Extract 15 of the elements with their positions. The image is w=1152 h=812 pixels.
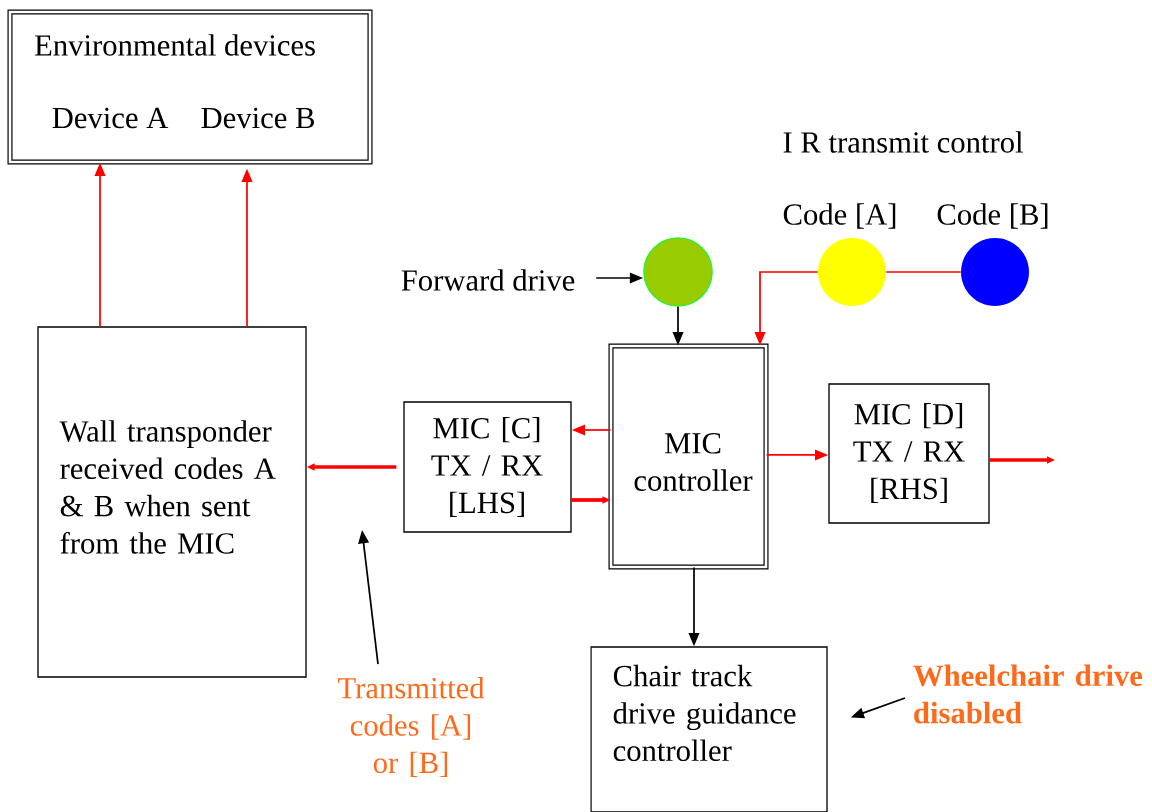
circle-button: Code [B] — [937, 203, 1048, 306]
input-label: Forward drive — [401, 269, 575, 291]
circle-button: Code [A] — [783, 203, 896, 306]
callout-text: Transmitted codes [A] or [B] — [338, 676, 485, 777]
node-label: Code [B] — [937, 203, 1048, 229]
circle-button — [643, 237, 713, 307]
process-box: Wall transponder received codes A & B when sent from the MIC — [37, 326, 307, 678]
callout-text: Wheelchair drive disabled — [913, 664, 1143, 724]
process-box: Chair track drive guidance controller — [590, 646, 828, 812]
heading-label: I R transmit control — [783, 131, 1023, 153]
double-bordered-box: Environmental devices Device A Device B — [7, 9, 373, 165]
process-box: MIC [C] TX / RX [LHS] — [403, 401, 572, 533]
process-box: MIC [D] TX / RX [RHS] — [828, 383, 990, 524]
double-bordered-box: MIC controller — [608, 343, 769, 570]
node-label: Code [A] — [783, 203, 896, 229]
